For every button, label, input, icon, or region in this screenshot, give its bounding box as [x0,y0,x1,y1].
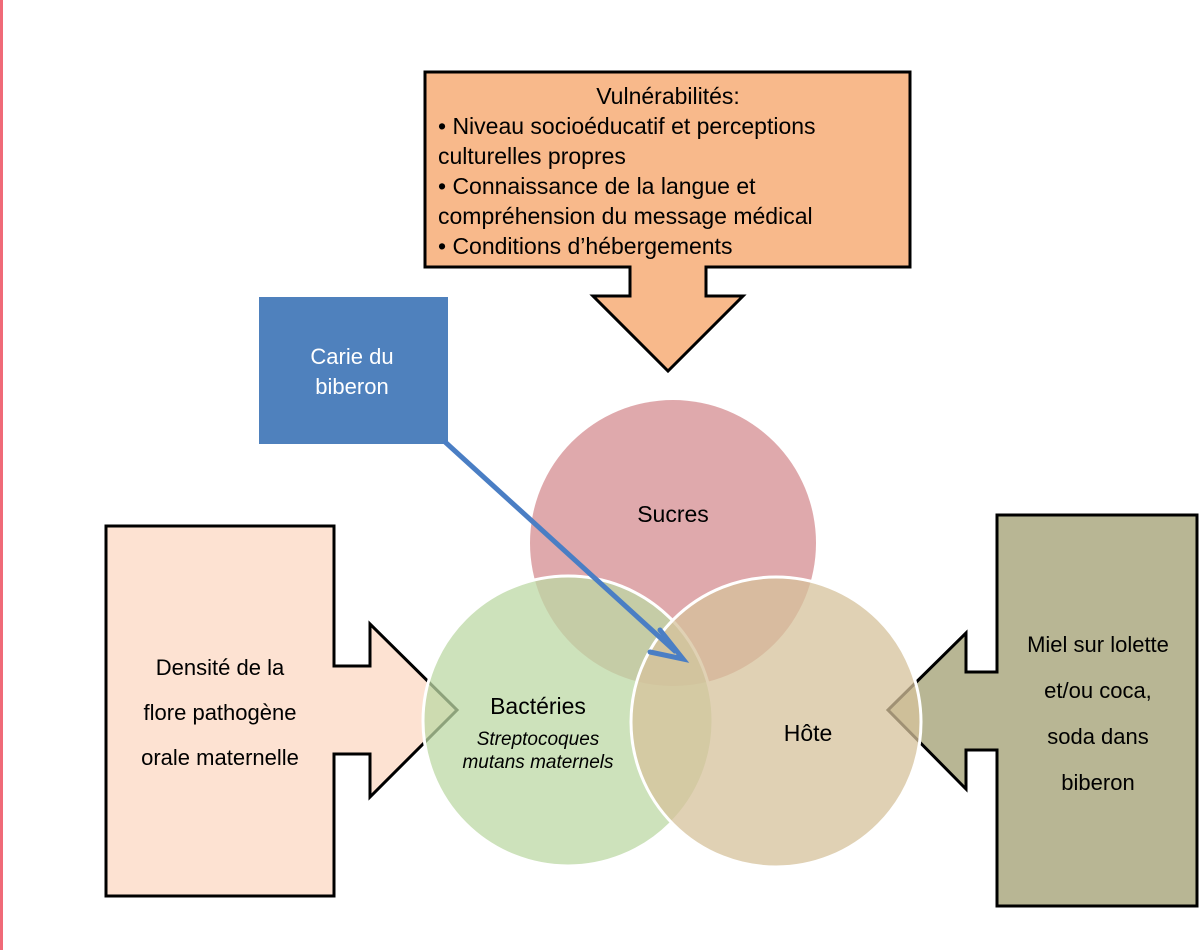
venn-sublabel-bacteries-2: mutans maternels [462,752,614,773]
vulnerabilities-line-5: • Conditions d’hébergements [438,233,732,259]
venn-sublabel-bacteries-1: Streptocoques [477,729,600,750]
vulnerabilities-line-2: culturelles propres [438,143,626,169]
venn-diagram: Sucres Bactéries Streptocoques mutans ma… [421,400,923,869]
venn-label-sucres: Sucres [637,501,709,527]
vulnerabilities-down-arrow-box [423,70,912,374]
carie-line-2: biberon [315,374,388,399]
maternal-flora-callout [104,524,460,898]
page-edge-line [0,0,3,950]
carie-du-biberon-box [259,297,448,444]
vulnerabilities-line-4: compréhension du message médical [438,203,813,229]
vulnerabilities-callout: Vulnérabilités: • Niveau socioéducatif e… [423,70,912,374]
maternal-flora-right-arrow-box [104,524,460,898]
venn-label-bacteries: Bactéries [490,693,586,719]
miel-left-arrow-box [885,513,1199,908]
miel-line-3: soda dans [1047,724,1149,749]
carie-pointer-arrow-line [442,439,678,654]
maternal-flora-line-3: orale maternelle [141,745,299,770]
carie-line-1: Carie du [310,344,393,369]
miel-line-1: Miel sur lolette [1027,632,1169,657]
miel-line-2: et/ou coca, [1044,678,1152,703]
maternal-flora-line-2: flore pathogène [144,700,297,725]
miel-line-4: biberon [1061,770,1134,795]
maternal-flora-line-1: Densité de la [156,655,285,680]
miel-callout [885,513,1199,908]
venn-label-hote: Hôte [784,720,833,746]
carie-pointer-arrowhead-icon [647,627,690,663]
vulnerabilities-line-3: • Connaissance de la langue et [438,173,756,199]
vulnerabilities-title: Vulnérabilités: [596,83,740,109]
vulnerabilities-line-1: • Niveau socioéducatif et perceptions [438,113,816,139]
carie-callout: Carie du biberon [259,297,690,663]
venn-circle-hote [629,575,923,869]
